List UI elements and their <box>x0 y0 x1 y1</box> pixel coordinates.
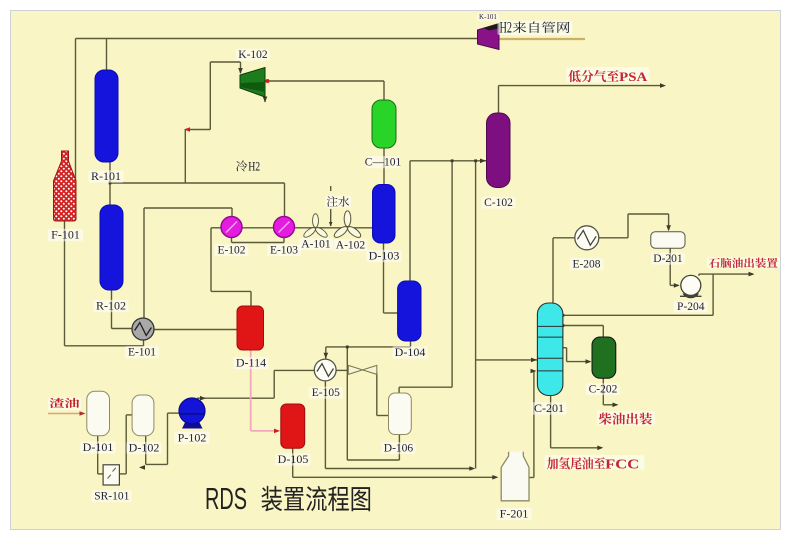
svg-text:H2: H2 <box>500 20 513 37</box>
svg-text:C-201: C-201 <box>534 401 564 415</box>
svg-text:D-103: D-103 <box>369 249 400 263</box>
svg-text:E-103: E-103 <box>270 245 298 257</box>
svg-text:PSA: PSA <box>619 69 648 84</box>
svg-text:E-208: E-208 <box>572 259 600 271</box>
svg-text:E-102: E-102 <box>217 245 245 257</box>
svg-text:SR-101: SR-101 <box>94 491 129 503</box>
svg-text:K-101: K-101 <box>479 13 497 21</box>
svg-text:D-102: D-102 <box>129 441 160 455</box>
svg-text:P-102: P-102 <box>178 431 207 445</box>
svg-text:A-102: A-102 <box>336 240 366 252</box>
svg-text:D-101: D-101 <box>83 440 114 454</box>
svg-text:D-106: D-106 <box>384 443 414 455</box>
svg-text:K-102: K-102 <box>238 49 268 61</box>
svg-text:P-204: P-204 <box>677 301 705 313</box>
svg-text:D-201: D-201 <box>653 253 683 265</box>
svg-text:F-201: F-201 <box>500 507 529 521</box>
svg-text:RDS: RDS <box>205 481 247 516</box>
svg-text:H2: H2 <box>248 159 260 174</box>
svg-text:E-101: E-101 <box>128 347 156 359</box>
svg-text:C-202: C-202 <box>589 384 618 396</box>
svg-text:FCC: FCC <box>605 456 639 471</box>
svg-text:D-104: D-104 <box>395 345 426 359</box>
svg-text:D-105: D-105 <box>278 452 309 466</box>
svg-text:F-101: F-101 <box>51 228 80 242</box>
svg-text:R-101: R-101 <box>91 169 121 183</box>
svg-text:C-102: C-102 <box>484 197 513 209</box>
svg-text:R-102: R-102 <box>96 299 126 313</box>
svg-text:A-101: A-101 <box>301 239 331 251</box>
svg-text:C—101: C—101 <box>365 157 402 169</box>
svg-text:D-114: D-114 <box>236 356 266 370</box>
svg-text:E-105: E-105 <box>312 387 340 399</box>
